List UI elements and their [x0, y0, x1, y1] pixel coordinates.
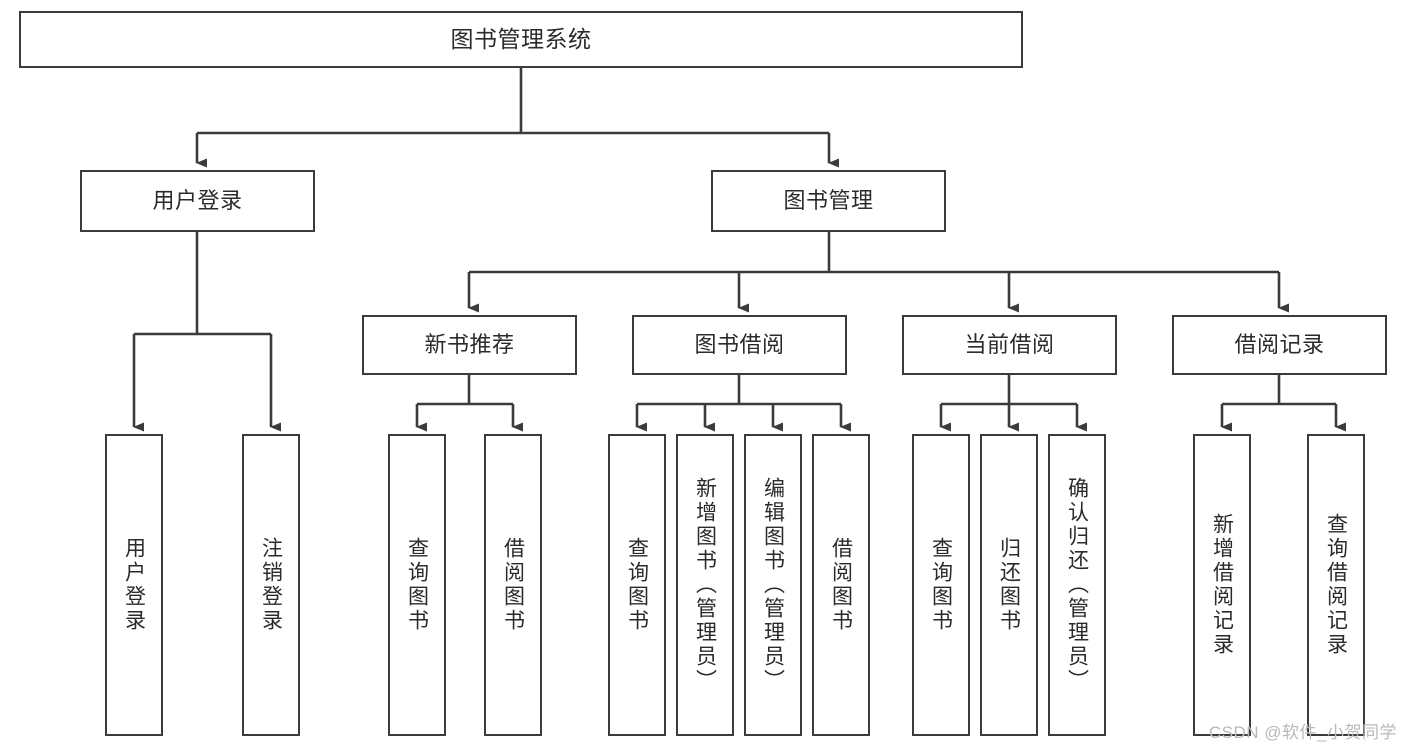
node-leaf-new-book-borrow[interactable]: 借阅图书	[484, 434, 542, 736]
node-leaf-confirm-return-admin[interactable]: 确认归还（管理员）	[1048, 434, 1106, 736]
node-user-login[interactable]: 用户登录	[80, 170, 315, 232]
node-borrow-record-label: 借阅记录	[1234, 332, 1325, 358]
node-leaf-user-login[interactable]: 用户登录	[105, 434, 163, 736]
node-user-login-label: 用户登录	[152, 188, 243, 214]
node-leaf-current-query-book[interactable]: 查询图书	[912, 434, 970, 736]
node-leaf-new-book-query-label: 查询图书	[405, 537, 429, 633]
node-leaf-borrow-book[interactable]: 借阅图书	[812, 434, 870, 736]
node-leaf-add-book-admin-label: 新增图书（管理员）	[693, 477, 717, 693]
node-leaf-current-query-book-label: 查询图书	[929, 537, 953, 633]
node-leaf-logout[interactable]: 注销登录	[242, 434, 300, 736]
node-leaf-borrow-query-book[interactable]: 查询图书	[608, 434, 666, 736]
node-leaf-query-borrow-record[interactable]: 查询借阅记录	[1307, 434, 1365, 736]
node-leaf-user-login-label: 用户登录	[122, 537, 146, 633]
watermark-text: CSDN @软件_小贺同学	[1208, 723, 1397, 742]
node-leaf-add-borrow-record-label: 新增借阅记录	[1210, 513, 1234, 657]
node-leaf-edit-book-admin-label: 编辑图书（管理员）	[761, 477, 785, 693]
node-leaf-query-borrow-record-label: 查询借阅记录	[1324, 513, 1348, 657]
node-root-system[interactable]: 图书管理系统	[19, 11, 1023, 68]
node-book-manage[interactable]: 图书管理	[711, 170, 946, 232]
node-leaf-new-book-query[interactable]: 查询图书	[388, 434, 446, 736]
node-leaf-confirm-return-admin-label: 确认归还（管理员）	[1065, 477, 1089, 693]
node-leaf-add-book-admin[interactable]: 新增图书（管理员）	[676, 434, 734, 736]
node-current-borrow[interactable]: 当前借阅	[902, 315, 1117, 375]
node-leaf-return-book-label: 归还图书	[997, 537, 1021, 633]
node-leaf-logout-label: 注销登录	[259, 537, 283, 633]
node-leaf-add-borrow-record[interactable]: 新增借阅记录	[1193, 434, 1251, 736]
node-leaf-return-book[interactable]: 归还图书	[980, 434, 1038, 736]
node-book-manage-label: 图书管理	[783, 188, 874, 214]
node-borrow-record[interactable]: 借阅记录	[1172, 315, 1387, 375]
node-leaf-borrow-book-label: 借阅图书	[829, 537, 853, 633]
node-current-borrow-label: 当前借阅	[964, 332, 1055, 358]
node-leaf-borrow-query-book-label: 查询图书	[625, 537, 649, 633]
node-book-borrow-label: 图书借阅	[694, 332, 785, 358]
node-new-book-recommendation-label: 新书推荐	[424, 332, 515, 358]
node-leaf-new-book-borrow-label: 借阅图书	[501, 537, 525, 633]
node-new-book-recommendation[interactable]: 新书推荐	[362, 315, 577, 375]
node-book-borrow[interactable]: 图书借阅	[632, 315, 847, 375]
node-leaf-edit-book-admin[interactable]: 编辑图书（管理员）	[744, 434, 802, 736]
node-root-system-label: 图书管理系统	[450, 25, 592, 52]
